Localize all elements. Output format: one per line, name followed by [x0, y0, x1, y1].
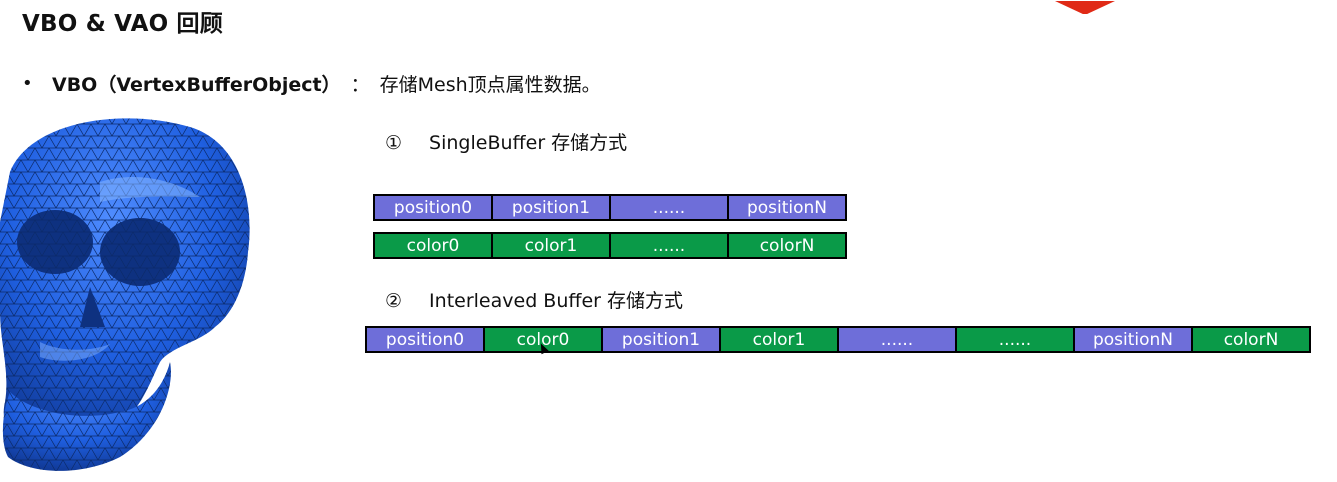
section-single-label: SingleBuffer 存储方式	[429, 132, 628, 154]
bullet-colon: ：	[350, 74, 370, 96]
buffer-cell: positionN	[729, 196, 845, 219]
buffer-cell: colorN	[1193, 328, 1309, 351]
section-single-number: ①	[385, 132, 403, 154]
buffer-cell: position1	[493, 196, 609, 219]
buffer-cell: color0	[375, 234, 491, 257]
single-buffer-position-row: position0 position1 ...... positionN	[373, 194, 847, 221]
buffer-cell: color1	[493, 234, 609, 257]
skull-mesh-image	[0, 112, 258, 478]
buffer-cell: ......	[611, 196, 727, 219]
buffer-cell: position0	[367, 328, 483, 351]
single-buffer-color-row: color0 color1 ...... colorN	[373, 232, 847, 259]
buffer-cell: ......	[957, 328, 1073, 351]
bullet-marker: •	[22, 73, 33, 94]
buffer-cell: color0	[485, 328, 601, 351]
buffer-cell: ......	[839, 328, 955, 351]
buffer-cell: position1	[603, 328, 719, 351]
buffer-cell: ......	[611, 234, 727, 257]
red-logo-icon	[1055, 0, 1115, 14]
section-interleaved-heading: ② Interleaved Buffer 存储方式	[385, 286, 683, 313]
section-interleaved-number: ②	[385, 290, 403, 312]
buffer-cell: color1	[721, 328, 837, 351]
bullet-vbo: • VBO（VertexBufferObject） ： 存储Mesh顶点属性数据…	[22, 70, 601, 97]
slide-title: VBO & VAO 回顾	[22, 11, 223, 37]
bullet-term: VBO（VertexBufferObject）	[52, 74, 341, 96]
buffer-cell: position0	[375, 196, 491, 219]
interleaved-buffer-row: position0 color0 position1 color1 ......…	[365, 326, 1311, 353]
buffer-cell: positionN	[1075, 328, 1191, 351]
section-single-buffer-heading: ① SingleBuffer 存储方式	[385, 128, 627, 155]
bullet-description: 存储Mesh顶点属性数据。	[379, 74, 601, 96]
buffer-cell: colorN	[729, 234, 845, 257]
section-interleaved-label: Interleaved Buffer 存储方式	[429, 290, 683, 312]
